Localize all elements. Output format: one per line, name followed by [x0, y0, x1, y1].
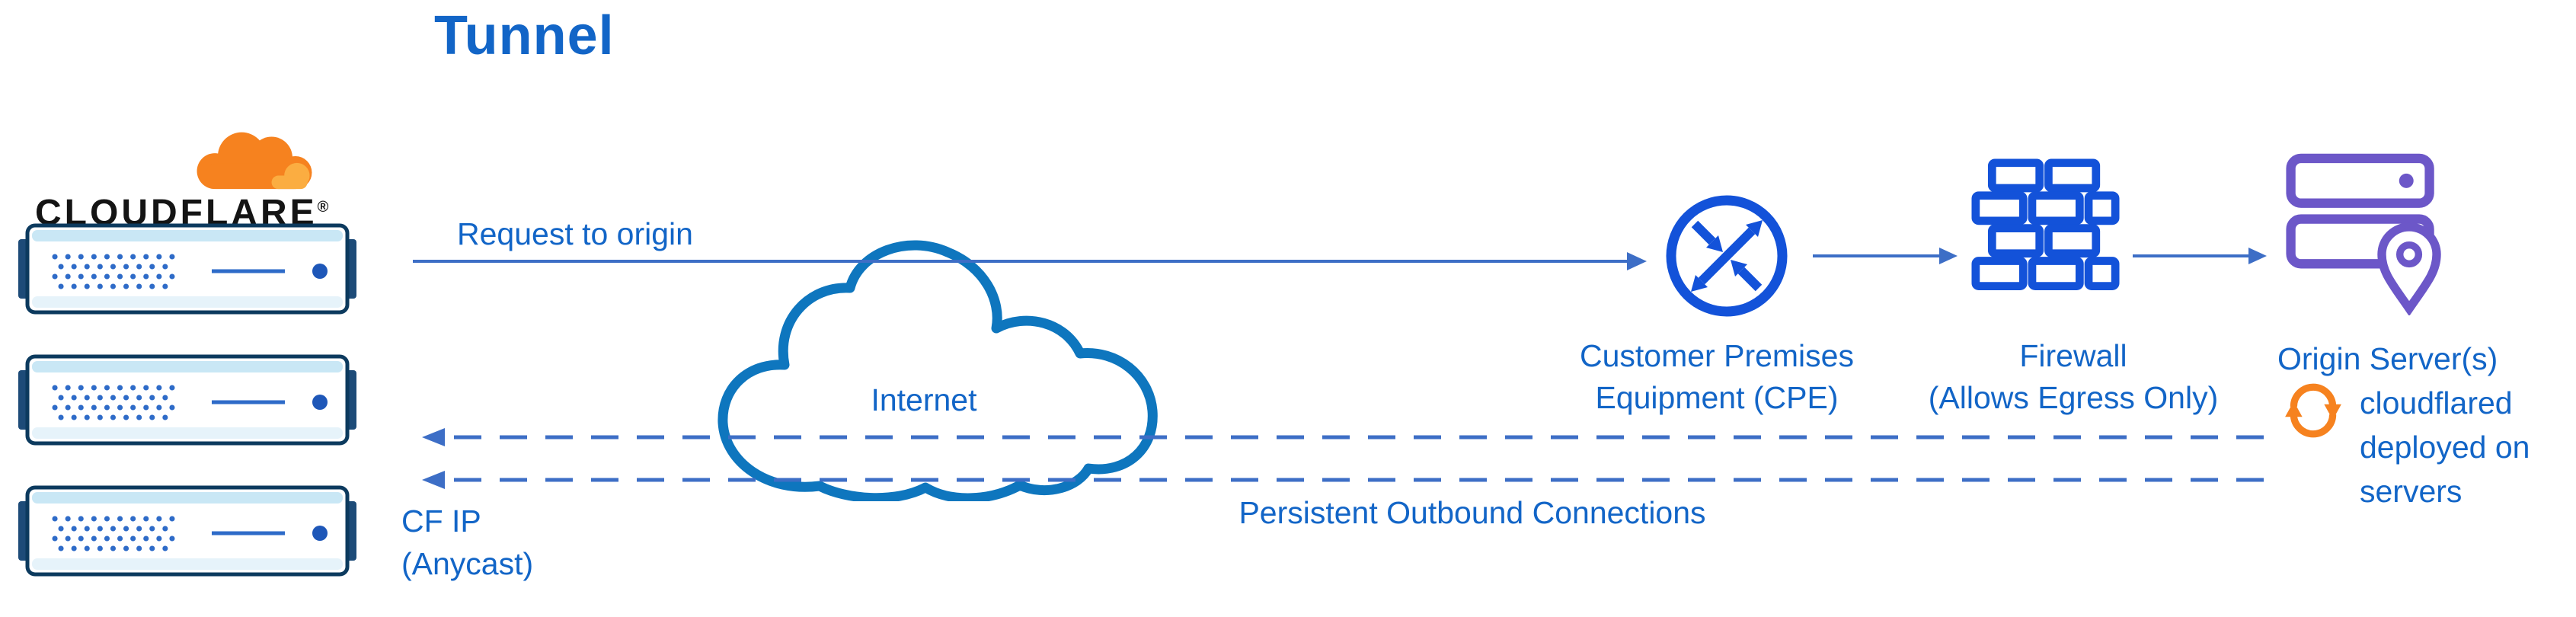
internet-label: Internet: [871, 382, 977, 417]
cloudflared-label-line-1: cloudflared: [2360, 385, 2513, 420]
server-stack-location-icon: [2286, 153, 2441, 315]
firewall-to-origin-arrowhead: [2248, 248, 2267, 264]
origin-servers-label: Origin Server(s): [2277, 341, 2498, 376]
cpe-label: Customer Premises Equipment (CPE): [1526, 335, 1907, 419]
cf-ip-anycast-label: CF IP (Anycast): [401, 500, 533, 585]
server-appliance-icon: [18, 223, 356, 315]
cloudflared-label-line-3: servers: [2360, 474, 2463, 509]
diagram-title: Tunnel: [434, 5, 615, 66]
request-arrowhead: [1627, 252, 1647, 270]
server-appliance-icon: [18, 354, 356, 446]
cloudflare-cloud-icon: [197, 132, 312, 190]
firewall-label: Firewall (Allows Egress Only): [1883, 335, 2264, 419]
cpe-to-firewall-arrowhead: [1939, 248, 1958, 264]
location-pin-icon: [2377, 222, 2441, 315]
cf-ip-line-1: CF IP: [401, 504, 481, 539]
request-to-origin-label: Request to origin: [457, 216, 693, 251]
firewall-label-line-1: Firewall: [2019, 338, 2127, 373]
registered-mark: ®: [317, 199, 329, 216]
outbound-arrowhead-1: [422, 428, 445, 446]
router-icon: [1666, 195, 1788, 317]
cpe-label-line-1: Customer Premises: [1580, 338, 1854, 373]
cloudflared-label-line-2: deployed on: [2360, 430, 2530, 465]
cf-ip-line-2: (Anycast): [401, 546, 534, 581]
cloud-icon: [718, 240, 1158, 501]
outbound-arrowhead-2: [422, 471, 445, 489]
firewall-label-line-2: (Allows Egress Only): [1928, 380, 2219, 415]
sync-arrows-icon: [2285, 383, 2341, 438]
brick-wall-icon: [1971, 158, 2120, 291]
cpe-label-line-2: Equipment (CPE): [1595, 380, 1839, 415]
cloudflared-label: cloudflared deployed on servers: [2360, 381, 2530, 513]
persistent-outbound-label: Persistent Outbound Connections: [1238, 495, 1706, 530]
server-appliance-icon: [18, 485, 356, 577]
